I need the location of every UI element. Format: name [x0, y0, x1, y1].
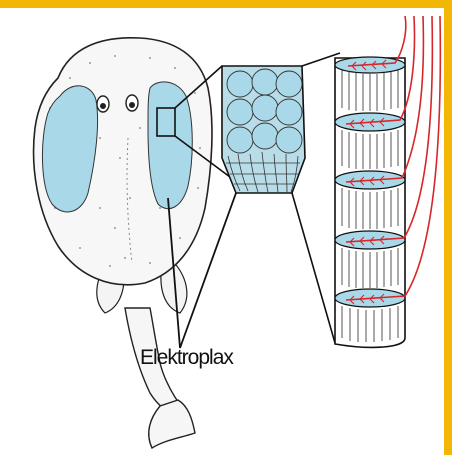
diagram-canvas [0, 8, 452, 463]
column-cells [227, 69, 302, 153]
column-bundle [222, 66, 305, 193]
elektroplax-label: Elektroplax [140, 346, 233, 370]
electroplax-column [335, 16, 440, 347]
electric-organ-right [148, 82, 192, 209]
ray-tail-fin [149, 400, 195, 448]
